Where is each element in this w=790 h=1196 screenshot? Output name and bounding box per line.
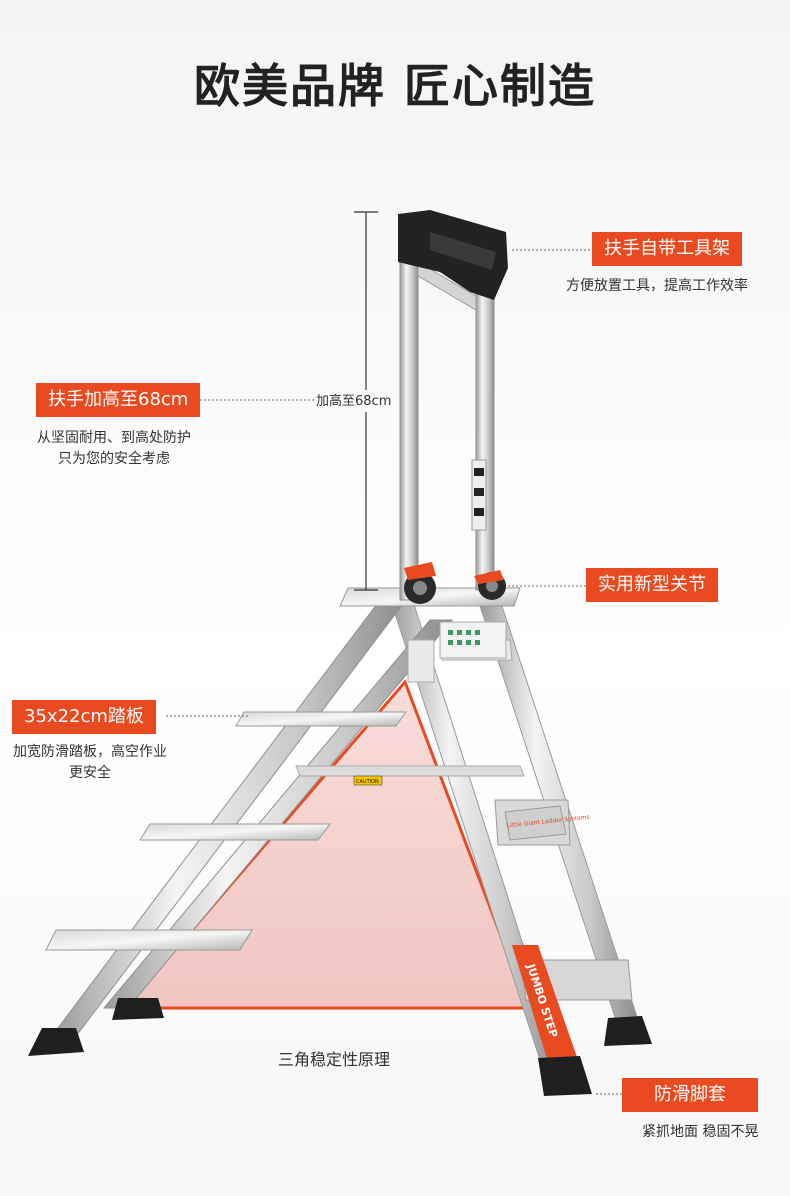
feature-desc-feet: 紧抓地面 稳固不晃 [642, 1124, 759, 1140]
stability-triangle [121, 679, 531, 1010]
model-sticker [512, 945, 578, 1062]
foot-rear-2 [604, 1016, 652, 1046]
feature-tag-tool-tray: 扶手自带工具架 [592, 232, 742, 266]
hinge-joint-2 [474, 570, 506, 600]
height-dimension-label: 加高至68cm [316, 394, 392, 409]
foot-front-mid [112, 998, 164, 1020]
foot-rear [538, 1056, 592, 1096]
tread-1 [235, 711, 407, 727]
feature-tag-joint: 实用新型关节 [586, 568, 718, 602]
feature-desc-handrail-height: 从坚固耐用、到高处防护 只为您的安全考虑 [37, 430, 191, 467]
feature-tag-tread: 35x22cm踏板 [12, 700, 156, 734]
hinge-joint [404, 562, 436, 604]
feature-desc-tread: 加宽防滑踏板，高空作业 更安全 [13, 744, 167, 781]
brand-plate [504, 805, 567, 841]
height-dimension [354, 211, 378, 591]
handrail [399, 249, 419, 601]
tread-2 [139, 823, 331, 841]
foot-front-left [28, 1028, 84, 1056]
feature-tag-handrail-height: 扶手加高至68cm [36, 383, 201, 417]
feature-tag-feet: 防滑脚套 [622, 1078, 758, 1112]
page-title: 欧美品牌 匠心制造 [193, 59, 596, 113]
handrail-2 [475, 279, 495, 591]
feature-desc-tool-tray: 方便放置工具，提高工作效率 [566, 278, 748, 294]
tread-3 [45, 929, 253, 951]
triangle-caption: 三角稳定性原理 [278, 1050, 391, 1069]
svg-text:CAUTION: CAUTION [356, 779, 379, 785]
caution-sticker [353, 775, 383, 786]
